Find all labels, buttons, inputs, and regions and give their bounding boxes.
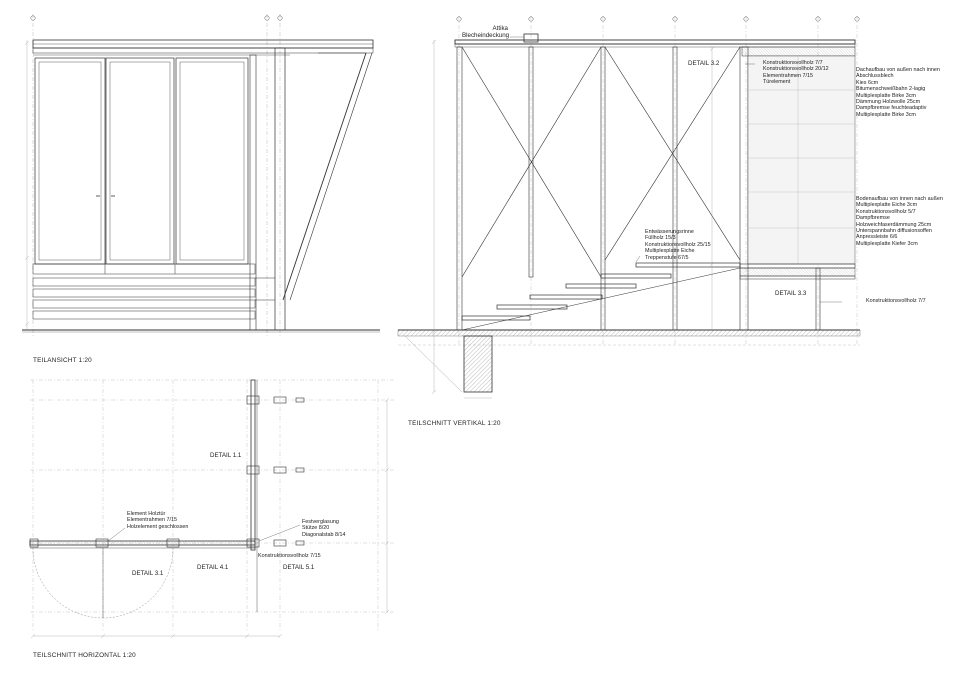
elevation-title: TEILANSICHT 1:20: [33, 357, 92, 364]
stair-label: Entwässerungsrinne Füllholz 15/3 Konstru…: [645, 229, 711, 261]
detail-1-1-label: DETAIL 1.1: [210, 452, 242, 459]
detail-3-1-label: DETAIL 3.1: [132, 570, 164, 577]
roof-buildup-label: Dachaufbau von außen nach innen Abschlus…: [856, 67, 940, 118]
kvh-label: Konstruktionsvollholz 7/15: [258, 553, 321, 559]
detail-4-1-label: DETAIL 4.1: [197, 564, 229, 571]
elevation-drawing: [22, 14, 380, 338]
detail-5-1-label: DETAIL 5.1: [283, 564, 315, 571]
glazing-label: Festverglasung Stütze 8/20 Diagonalstab …: [302, 519, 346, 538]
attika-label: Attika Blecheindeckung: [462, 25, 510, 40]
vertical-section-drawing: [397, 16, 861, 399]
beam-right-label: Konstruktionsvollholz 7/7: [866, 298, 926, 304]
detail-3-2-label: DETAIL 3.2: [688, 60, 720, 67]
door-label: Element Holztür Elementrahmen 7/15 Holze…: [127, 511, 189, 530]
top-layers-label: Konstruktionsvollholz 7/7 Konstruktionsv…: [763, 60, 829, 86]
horizontal-section-drawing: [29, 379, 395, 639]
detail-3-3-label: DETAIL 3.3: [775, 290, 807, 297]
horizontal-section-title: TEILSCHNITT HORIZONTAL 1:20: [33, 652, 136, 659]
vertical-section-title: TEILSCHNITT VERTIKAL 1:20: [408, 420, 501, 427]
floor-buildup-label: Bodenaufbau von innen nach außen Multipl…: [856, 196, 943, 247]
